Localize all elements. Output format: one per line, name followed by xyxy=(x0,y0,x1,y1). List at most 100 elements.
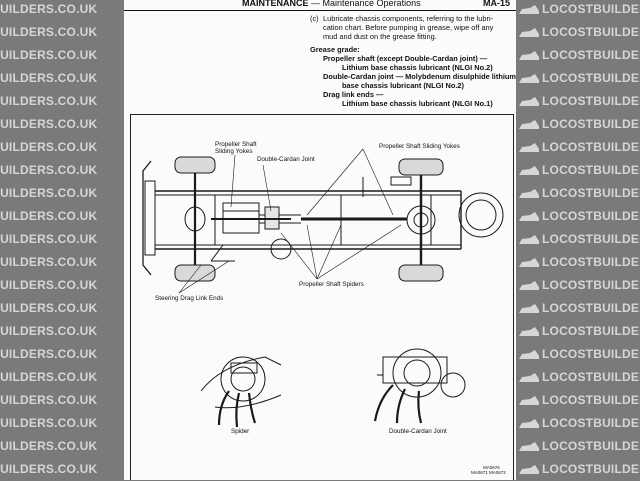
watermark-label: LOCOSTBUILDERS.CO.UK xyxy=(0,255,98,269)
car-logo-icon xyxy=(519,372,539,382)
chassis-drawing xyxy=(142,148,504,428)
watermark-label: LOCOSTBUILDERS.CO.UK xyxy=(542,347,640,361)
page-header: MAINTENANCE — Maintenance Operations MA-… xyxy=(124,0,516,11)
car-logo-icon xyxy=(519,349,539,359)
car-logo-icon xyxy=(519,234,539,244)
watermark-text: LOCOSTBUILDERS.CO.UK xyxy=(518,393,640,408)
watermark-label: LOCOSTBUILDERS.CO.UK xyxy=(542,71,640,85)
watermark-label: LOCOSTBUILDERS.CO.UK xyxy=(0,2,98,16)
watermark-text: LOCOSTBUILDERS.CO.UK xyxy=(0,117,97,132)
car-logo-icon xyxy=(519,441,539,451)
watermark-text: LOCOSTBUILDERS.CO.UK xyxy=(518,232,640,247)
watermark-text: LOCOSTBUILDERS.CO.UK xyxy=(518,416,640,431)
watermark-text: LOCOSTBUILDERS.CO.UK xyxy=(518,370,640,385)
watermark-text: LOCOSTBUILDERS.CO.UK xyxy=(518,94,640,109)
watermark-text: LOCOSTBUILDERS.CO.UK xyxy=(0,163,97,178)
grease-item-1-lubricant: Lithium base chassis lubricant (NLGI No.… xyxy=(342,63,493,72)
watermark-label: LOCOSTBUILDERS.CO.UK xyxy=(0,301,98,315)
instruction-line-3: mud and dust on the grease fitting. xyxy=(323,32,437,41)
watermark-text: LOCOSTBUILDERS.CO.UK xyxy=(0,48,97,63)
label-double-cardan-joint: Double-Cardan Joint xyxy=(257,156,315,163)
label-shaft-yokes-right: Propeller Shaft Sliding Yokes xyxy=(379,143,460,150)
watermark-label: LOCOSTBUILDERS.CO.UK xyxy=(0,278,98,292)
car-logo-icon xyxy=(519,165,539,175)
watermark-text: LOCOSTBUILDERS.CO.UK xyxy=(518,163,640,178)
manual-page: MAINTENANCE — Maintenance Operations MA-… xyxy=(124,0,516,480)
header-subsection: — Maintenance Operations xyxy=(311,0,421,8)
lubrication-chart-figure: Propeller Shaft Sliding Yokes Double-Car… xyxy=(130,114,514,480)
watermark-label: LOCOSTBUILDERS.CO.UK xyxy=(542,2,640,16)
car-logo-icon xyxy=(519,211,539,221)
watermark-label: LOCOSTBUILDERS.CO.UK xyxy=(542,48,640,62)
car-logo-icon xyxy=(519,464,539,474)
watermark-label: LOCOSTBUILDERS.CO.UK xyxy=(0,186,98,200)
grease-item-2-lubricant: base chassis lubricant (NLGI No.2) xyxy=(342,81,464,90)
watermark-text: LOCOSTBUILDERS.CO.UK xyxy=(518,324,640,339)
car-logo-icon xyxy=(519,188,539,198)
watermark-label: LOCOSTBUILDERS.CO.UK xyxy=(542,163,640,177)
instruction-line-1: Lubricate chassis components, referring … xyxy=(323,14,494,23)
watermark-text: LOCOSTBUILDERS.CO.UK xyxy=(0,232,97,247)
watermark-label: LOCOSTBUILDERS.CO.UK xyxy=(542,117,640,131)
watermark-label: LOCOSTBUILDERS.CO.UK xyxy=(0,71,98,85)
instruction-marker: (c) xyxy=(310,14,319,23)
car-logo-icon xyxy=(519,27,539,37)
watermark-label: LOCOSTBUILDERS.CO.UK xyxy=(542,186,640,200)
car-logo-icon xyxy=(519,50,539,60)
watermark-text: LOCOSTBUILDERS.CO.UK xyxy=(518,255,640,270)
watermark-label: LOCOSTBUILDERS.CO.UK xyxy=(542,278,640,292)
watermark-label: LOCOSTBUILDERS.CO.UK xyxy=(0,324,98,338)
watermark-text: LOCOSTBUILDERS.CO.UK xyxy=(0,209,97,224)
watermark-text: LOCOSTBUILDERS.CO.UK xyxy=(0,2,97,17)
watermark-text: LOCOSTBUILDERS.CO.UK xyxy=(518,209,640,224)
watermark-label: LOCOSTBUILDERS.CO.UK xyxy=(0,462,98,476)
watermark-label: LOCOSTBUILDERS.CO.UK xyxy=(0,25,98,39)
watermark-text: LOCOSTBUILDERS.CO.UK xyxy=(518,48,640,63)
label-double-cardan-detail: Double-Cardan Joint xyxy=(389,428,447,435)
header-section: MAINTENANCE xyxy=(242,0,309,8)
watermark-label: LOCOSTBUILDERS.CO.UK xyxy=(0,370,98,384)
watermark-text: LOCOSTBUILDERS.CO.UK xyxy=(518,140,640,155)
watermark-label: LOCOSTBUILDERS.CO.UK xyxy=(542,255,640,269)
watermark-label: LOCOSTBUILDERS.CO.UK xyxy=(542,301,640,315)
watermark-label: LOCOSTBUILDERS.CO.UK xyxy=(542,140,640,154)
car-logo-icon xyxy=(519,73,539,83)
watermark-text: LOCOSTBUILDERS.CO.UK xyxy=(0,94,97,109)
watermark-text: LOCOSTBUILDERS.CO.UK xyxy=(0,439,97,454)
watermark-label: LOCOSTBUILDERS.CO.UK xyxy=(0,48,98,62)
watermark-text: LOCOSTBUILDERS.CO.UK xyxy=(0,301,97,316)
watermark-text: LOCOSTBUILDERS.CO.UK xyxy=(0,140,97,155)
watermark-text: LOCOSTBUILDERS.CO.UK xyxy=(518,347,640,362)
watermark-label: LOCOSTBUILDERS.CO.UK xyxy=(542,324,640,338)
grease-item-1-part: Propeller shaft (except Double-Cardan jo… xyxy=(323,54,488,63)
label-shaft-yokes-left-2: Sliding Yokes xyxy=(215,148,253,155)
watermark-text: LOCOSTBUILDERS.CO.UK xyxy=(0,370,97,385)
watermark-label: LOCOSTBUILDERS.CO.UK xyxy=(542,232,640,246)
watermark-label: LOCOSTBUILDERS.CO.UK xyxy=(0,347,98,361)
car-logo-icon xyxy=(519,257,539,267)
watermark-label: LOCOSTBUILDERS.CO.UK xyxy=(542,393,640,407)
label-spider: Spider xyxy=(231,428,250,435)
grease-item-2-part: Double-Cardan joint — Molybdenum disulph… xyxy=(323,72,516,81)
watermark-text: LOCOSTBUILDERS.CO.UK xyxy=(0,278,97,293)
watermark-text: LOCOSTBUILDERS.CO.UK xyxy=(518,117,640,132)
header-title: MAINTENANCE — Maintenance Operations xyxy=(242,0,421,8)
watermark-label: LOCOSTBUILDERS.CO.UK xyxy=(0,140,98,154)
watermark-text: LOCOSTBUILDERS.CO.UK xyxy=(0,255,97,270)
watermark-text: LOCOSTBUILDERS.CO.UK xyxy=(518,462,640,477)
watermark-text: LOCOSTBUILDERS.CO.UK xyxy=(0,186,97,201)
car-logo-icon xyxy=(519,119,539,129)
watermark-text: LOCOSTBUILDERS.CO.UK xyxy=(518,71,640,86)
car-logo-icon xyxy=(519,280,539,290)
watermark-text: LOCOSTBUILDERS.CO.UK xyxy=(518,25,640,40)
watermark-text: LOCOSTBUILDERS.CO.UK xyxy=(0,347,97,362)
watermark-text: LOCOSTBUILDERS.CO.UK xyxy=(518,439,640,454)
car-logo-icon xyxy=(519,418,539,428)
watermark-text: LOCOSTBUILDERS.CO.UK xyxy=(518,186,640,201)
figure-code-1: MA0676 xyxy=(483,465,500,470)
watermark-label: LOCOSTBUILDERS.CO.UK xyxy=(542,416,640,430)
watermark-label: LOCOSTBUILDERS.CO.UK xyxy=(0,163,98,177)
watermark-text: LOCOSTBUILDERS.CO.UK xyxy=(518,2,640,17)
car-logo-icon xyxy=(519,326,539,336)
